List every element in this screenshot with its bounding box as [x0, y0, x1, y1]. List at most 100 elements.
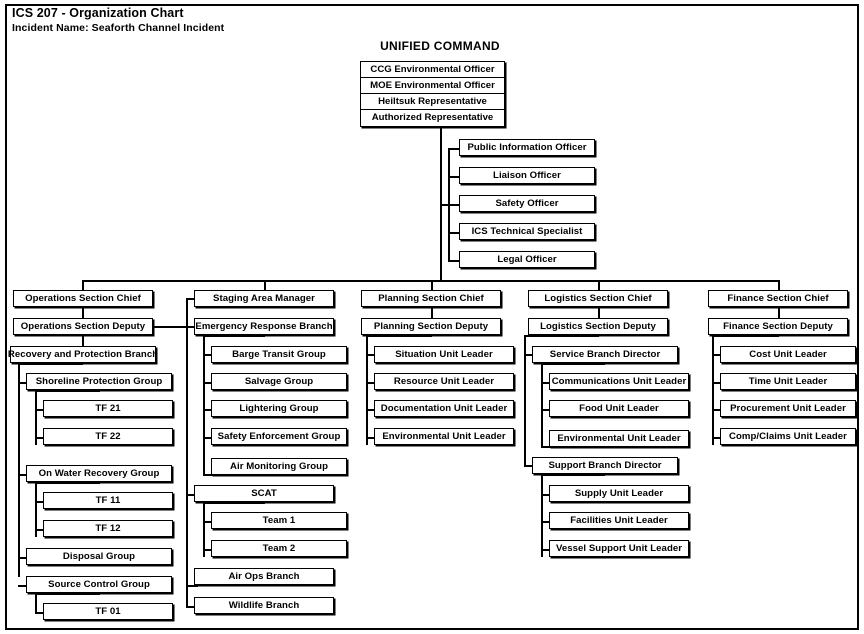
operations-tf-11[interactable]: TF 11	[43, 492, 173, 509]
connector-staging-wildlife	[186, 606, 198, 608]
connector-staff-3	[448, 204, 460, 206]
operations-recovery-protection-branch[interactable]: Recovery and Protection Branch	[8, 346, 158, 363]
connector-erb-safety-enforcement	[203, 437, 215, 439]
connector-logistics-rail-top	[524, 335, 599, 337]
connector-erb-salvage	[203, 382, 215, 384]
finance-procurement-unit-leader[interactable]: Procurement Unit Leader	[720, 400, 856, 417]
connector-scat-team2	[203, 549, 215, 551]
operations-shoreline-protection-group[interactable]: Shoreline Protection Group	[26, 373, 172, 390]
planning-situation-unit-leader[interactable]: Situation Unit Leader	[374, 346, 514, 363]
operations-section-chief[interactable]: Operations Section Chief	[13, 290, 153, 307]
operations-section-deputy[interactable]: Operations Section Deputy	[13, 318, 153, 335]
command-staff-ics-technical-specialist[interactable]: ICS Technical Specialist	[459, 223, 595, 240]
staging-salvage-group[interactable]: Salvage Group	[211, 373, 347, 390]
connector-bus-to-operations	[82, 280, 84, 291]
staging-air-monitoring-group[interactable]: Air Monitoring Group	[211, 458, 347, 475]
connector-finance-procurement	[712, 409, 724, 411]
connector-planning-situation	[366, 354, 378, 356]
operations-source-control-group[interactable]: Source Control Group	[26, 576, 172, 593]
connector-ops-onwater-rail	[35, 482, 37, 537]
connector-finance-rail	[712, 335, 714, 445]
connector-service-branch-rail	[541, 363, 543, 446]
page-title: ICS 207 - Organization Chart	[12, 6, 184, 20]
connector-bus-to-finance	[778, 280, 780, 291]
operations-disposal-group[interactable]: Disposal Group	[26, 548, 172, 565]
connector-ops-source-control-rail	[35, 593, 37, 613]
staging-scat-team-2[interactable]: Team 2	[211, 540, 347, 557]
connector-staging-trunk	[186, 298, 188, 606]
staging-air-ops-branch[interactable]: Air Ops Branch	[194, 568, 334, 585]
connector-ops-shoreline	[18, 382, 30, 384]
planning-resource-unit-leader[interactable]: Resource Unit Leader	[374, 373, 514, 390]
connector-staging-manager	[186, 298, 198, 300]
staging-barge-transit-group[interactable]: Barge Transit Group	[211, 346, 347, 363]
connector-scat-team1	[203, 521, 215, 523]
unified-command-stack: CCG Environmental Officer MOE Environmen…	[360, 61, 505, 127]
finance-section-deputy[interactable]: Finance Section Deputy	[708, 318, 848, 335]
connector-service-food	[541, 409, 553, 411]
logistics-supply-unit-leader[interactable]: Supply Unit Leader	[549, 485, 689, 502]
operations-tf-12[interactable]: TF 12	[43, 520, 173, 537]
connector-scat-rail	[203, 502, 205, 557]
uc-member-moe[interactable]: MOE Environmental Officer	[361, 78, 504, 94]
connector-staging-scat	[186, 494, 198, 496]
staging-wildlife-branch[interactable]: Wildlife Branch	[194, 597, 334, 614]
logistics-support-branch-director[interactable]: Support Branch Director	[532, 457, 678, 474]
page-border	[5, 4, 859, 630]
connector-staff-4	[448, 232, 460, 234]
operations-tf-01[interactable]: TF 01	[43, 603, 173, 620]
finance-time-unit-leader[interactable]: Time Unit Leader	[720, 373, 856, 390]
connector-planning-documentation	[366, 409, 378, 411]
staging-scat-team-1[interactable]: Team 1	[211, 512, 347, 529]
command-staff-safety-officer[interactable]: Safety Officer	[459, 195, 595, 212]
uc-member-authorized[interactable]: Authorized Representative	[361, 110, 504, 126]
planning-section-chief[interactable]: Planning Section Chief	[361, 290, 501, 307]
connector-ops-branch-rail	[18, 363, 20, 577]
logistics-service-branch-director[interactable]: Service Branch Director	[532, 346, 678, 363]
connector-planning-rail	[366, 335, 368, 445]
connector-ops-chief-deputy	[82, 307, 84, 318]
staging-emergency-response-branch[interactable]: Emergency Response Branch	[194, 318, 334, 335]
connector-finance-comp-claims	[712, 437, 724, 439]
staging-safety-enforcement-group[interactable]: Safety Enforcement Group	[211, 428, 347, 445]
connector-ops-onwater-rail-top	[35, 482, 100, 484]
connector-ops-tf12	[35, 529, 47, 531]
planning-section-deputy[interactable]: Planning Section Deputy	[361, 318, 501, 335]
finance-section-chief[interactable]: Finance Section Chief	[708, 290, 848, 307]
planning-environmental-unit-leader[interactable]: Environmental Unit Leader	[374, 428, 514, 445]
staging-lightering-group[interactable]: Lightering Group	[211, 400, 347, 417]
connector-logistics-chief-deputy	[598, 307, 600, 318]
command-staff-legal-officer[interactable]: Legal Officer	[459, 251, 595, 268]
command-staff-public-information-officer[interactable]: Public Information Officer	[459, 139, 595, 156]
connector-bus-to-staging	[264, 280, 266, 291]
uc-member-heiltsuk[interactable]: Heiltsuk Representative	[361, 94, 504, 110]
staging-scat[interactable]: SCAT	[194, 485, 334, 502]
connector-staff-1	[448, 148, 460, 150]
logistics-vessel-support-unit-leader[interactable]: Vessel Support Unit Leader	[549, 540, 689, 557]
connector-planning-rail-top	[366, 335, 432, 337]
finance-comp-claims-unit-leader[interactable]: Comp/Claims Unit Leader	[720, 428, 856, 445]
connector-ops-tf22	[35, 437, 47, 439]
connector-logistics-service-branch	[524, 354, 536, 356]
logistics-environmental-unit-leader[interactable]: Environmental Unit Leader	[549, 430, 689, 447]
logistics-communications-unit-leader[interactable]: Communications Unit Leader	[549, 373, 689, 390]
staging-area-manager[interactable]: Staging Area Manager	[194, 290, 334, 307]
command-staff-liaison-officer[interactable]: Liaison Officer	[459, 167, 595, 184]
planning-documentation-unit-leader[interactable]: Documentation Unit Leader	[374, 400, 514, 417]
connector-erb-barge	[203, 354, 215, 356]
connector-ops-onwater	[18, 474, 30, 476]
connector-scat-rail-top	[203, 502, 265, 504]
logistics-section-deputy[interactable]: Logistics Section Deputy	[528, 318, 668, 335]
connector-finance-rail-top	[712, 335, 779, 337]
uc-member-ccg[interactable]: CCG Environmental Officer	[361, 62, 504, 78]
operations-tf-22[interactable]: TF 22	[43, 428, 173, 445]
logistics-food-unit-leader[interactable]: Food Unit Leader	[549, 400, 689, 417]
logistics-section-chief[interactable]: Logistics Section Chief	[528, 290, 668, 307]
finance-cost-unit-leader[interactable]: Cost Unit Leader	[720, 346, 856, 363]
operations-tf-21[interactable]: TF 21	[43, 400, 173, 417]
connector-support-vessel	[541, 549, 553, 551]
operations-on-water-recovery-group[interactable]: On Water Recovery Group	[26, 465, 172, 482]
connector-support-branch-rail	[541, 474, 543, 557]
logistics-facilities-unit-leader[interactable]: Facilities Unit Leader	[549, 512, 689, 529]
connector-service-communications	[541, 382, 553, 384]
